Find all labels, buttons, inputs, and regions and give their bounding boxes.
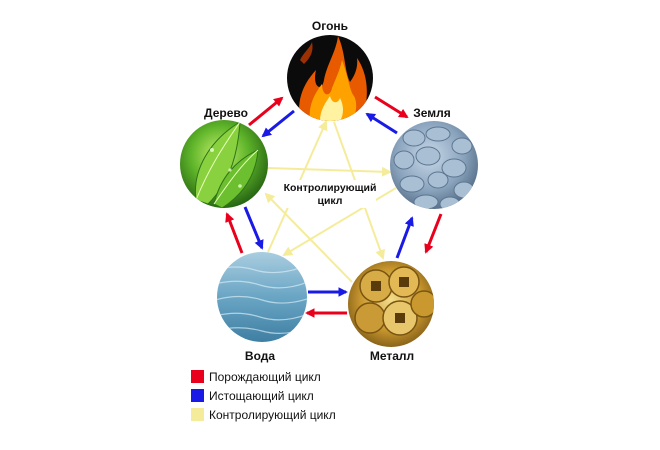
generating-arrow-water-wood — [225, 212, 244, 254]
pebbles-image — [390, 121, 478, 209]
controlling-arrow-earth-water — [282, 187, 397, 257]
legend-label-exhausting: Истощающий цикл — [209, 388, 314, 403]
green-leaf-image — [180, 120, 268, 208]
metal-element: Металл — [348, 261, 434, 363]
water-element: Вода — [217, 252, 307, 363]
fire-label: Огонь — [312, 19, 348, 33]
controlling-arrow-metal-wood — [264, 192, 353, 283]
earth-element: Земля — [390, 106, 478, 209]
gold-coins-image — [348, 261, 434, 347]
fire-flame-image — [287, 35, 373, 121]
fire-element: Огонь — [287, 19, 373, 121]
legend: Порождающий цикл Истощающий цикл Контрол… — [191, 367, 336, 424]
wood-label: Дерево — [204, 106, 248, 120]
exhausting-arrow-metal-earth — [395, 216, 414, 259]
legend-swatch-controlling — [191, 408, 204, 421]
exhausting-arrow-fire-wood — [261, 109, 295, 138]
center-label-line2: цикл — [318, 195, 343, 207]
exhausting-arrow-wood-water — [243, 206, 264, 250]
generating-arrow-fire-earth — [374, 95, 409, 119]
legend-swatch-generating — [191, 370, 204, 383]
center-label-background — [284, 180, 376, 208]
generating-arrow-earth-metal — [424, 213, 443, 254]
legend-item-generating: Порождающий цикл — [191, 367, 336, 386]
exhausting-cycle-arrows — [243, 109, 414, 297]
water-surface-image — [217, 252, 307, 342]
generating-cycle-arrows — [225, 95, 443, 318]
legend-item-exhausting: Истощающий цикл — [191, 386, 336, 405]
wood-element: Дерево — [180, 106, 268, 208]
legend-swatch-exhausting — [191, 389, 204, 402]
controlling-arrow-wood-earth — [267, 166, 392, 177]
generating-arrow-wood-fire — [248, 96, 284, 127]
metal-label: Металл — [370, 349, 414, 363]
earth-label: Земля — [413, 106, 451, 120]
legend-item-controlling: Контролирующий цикл — [191, 405, 336, 424]
legend-label-generating: Порождающий цикл — [209, 369, 321, 384]
legend-label-controlling: Контролирующий цикл — [209, 407, 336, 422]
exhausting-arrow-earth-fire — [365, 112, 398, 135]
center-label-line1: Контролирующий — [284, 182, 377, 194]
water-label: Вода — [245, 349, 275, 363]
